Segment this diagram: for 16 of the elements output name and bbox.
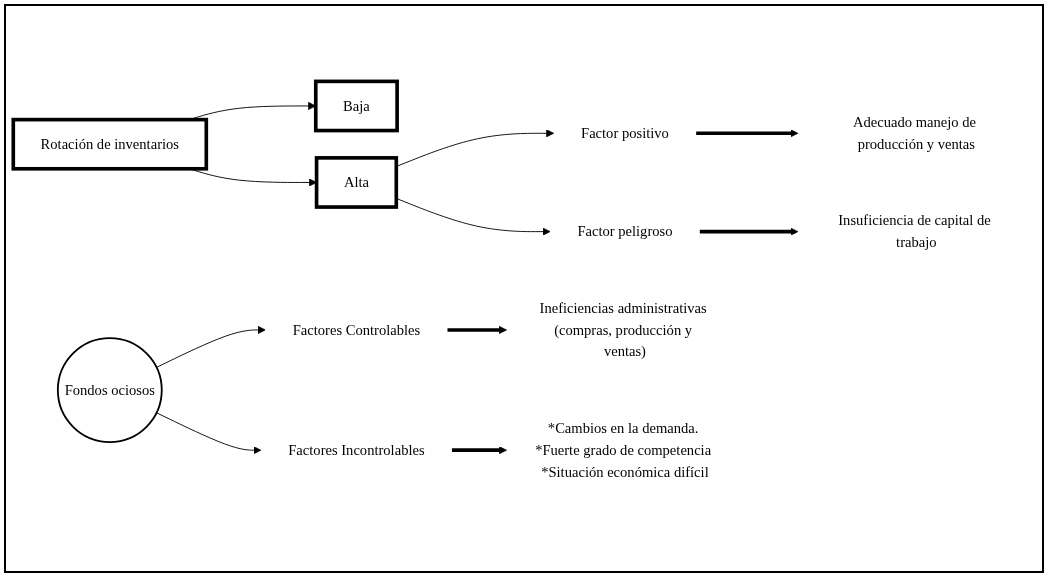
node-text: Factores Controlables — [292, 321, 421, 337]
arrow — [447, 325, 507, 334]
node-circle: Fondos ociosos — [56, 336, 163, 443]
node-text: Ineficiencias administrativas (compras, producción y ventas) — [539, 299, 707, 359]
node-text: *Cambios en la demanda. *Fuerte grado de competencia *Situación económica difícil — [535, 419, 712, 479]
node-box: Rotación de inventarios — [11, 117, 209, 171]
arrow — [451, 445, 507, 454]
arrow — [696, 128, 799, 137]
node-box: Alta — [314, 155, 399, 209]
node-text: Factores Incontrolables — [288, 441, 425, 457]
node-text: Factor peligroso — [577, 222, 673, 239]
node-box: Baja — [313, 79, 399, 132]
node-text: Factor positivo — [581, 124, 669, 141]
node-text: Insuficiencia de capital de trabajo — [838, 212, 991, 250]
node-text: Adecuado manejo de producción y ventas — [853, 113, 977, 151]
arrow — [699, 227, 799, 236]
